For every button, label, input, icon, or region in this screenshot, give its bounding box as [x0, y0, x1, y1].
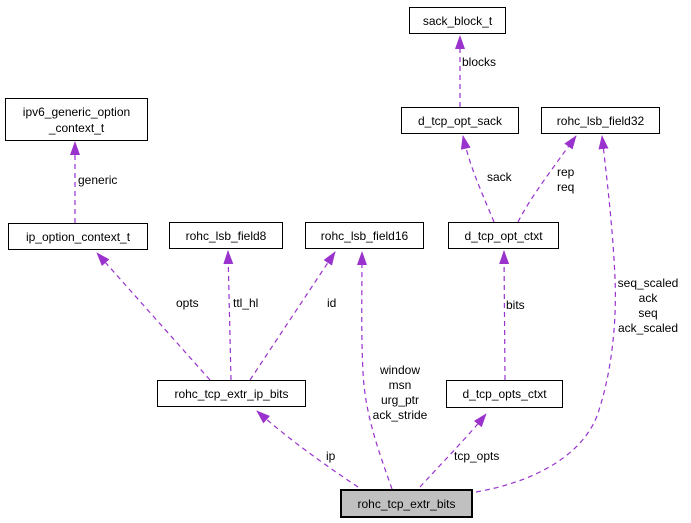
edge-label-line: ack	[638, 291, 658, 305]
edge-label-opts: opts	[176, 296, 199, 310]
edge-opts-line	[96, 252, 211, 381]
edge-label-generic: generic	[78, 173, 118, 187]
node-label: rohc_lsb_field8	[185, 228, 267, 243]
node-label: ip_option_context_t	[25, 229, 131, 244]
edge-label-id: id	[327, 296, 337, 310]
edge-label-seq-scaled-group: seq_scaled ack seq ack_scaled	[618, 276, 679, 336]
node-ipv6-generic-option-context-t[interactable]: ipv6_generic_option _context_t	[5, 98, 148, 141]
edge-label-line: seq_scaled	[617, 276, 679, 290]
edge-bits-line	[499, 250, 510, 381]
edge-window-group-line	[356, 251, 393, 490]
node-sack-block-t[interactable]: sack_block_t	[409, 7, 506, 34]
edge-label-line: ack_scaled	[617, 321, 679, 335]
node-rohc-lsb-field32[interactable]: rohc_lsb_field32	[541, 107, 660, 134]
edge-label-ttl-hl: ttl_hl	[233, 296, 259, 310]
node-label: rohc_lsb_field16	[320, 228, 409, 243]
edge-label-line: seq	[638, 306, 658, 320]
node-label: rohc_lsb_field32	[556, 113, 645, 128]
node-d-tcp-opt-sack[interactable]: d_tcp_opt_sack	[401, 107, 519, 134]
node-label: d_tcp_opt_sack	[417, 113, 503, 128]
edge-tcp-opts-line	[419, 413, 487, 488]
edge-label-line: rep	[557, 165, 575, 179]
node-rohc-tcp-extr-ip-bits[interactable]: rohc_tcp_extr_ip_bits	[157, 380, 306, 407]
edge-rep-req-line	[517, 135, 577, 223]
edge-label-line: urg_ptr	[380, 393, 420, 407]
edge-label-bits: bits	[506, 298, 525, 312]
node-label: sack_block_t	[422, 13, 493, 28]
edge-label-rep-req: rep req	[557, 165, 574, 195]
edge-label-sack: sack	[487, 170, 512, 184]
edge-label-line: ack_stride	[372, 408, 428, 422]
edge-sack-line	[460, 135, 495, 223]
node-label-line2: _context_t	[48, 120, 105, 135]
edge-id-line	[249, 251, 336, 381]
node-label-line1: ipv6_generic_option	[22, 104, 131, 119]
edge-seq-scaled-line	[475, 135, 616, 493]
edge-label-line: msn	[388, 378, 412, 392]
edge-label-ip: ip	[326, 449, 336, 463]
node-label: d_tcp_opts_ctxt	[462, 387, 547, 401]
node-ip-option-context-t[interactable]: ip_option_context_t	[8, 223, 148, 250]
edge-label-line: req	[557, 180, 575, 194]
node-rohc-lsb-field16[interactable]: rohc_lsb_field16	[305, 222, 424, 249]
node-label: rohc_tcp_extr_ip_bits	[174, 386, 289, 401]
edge-label-window-group: window msn urg_ptr ack_stride	[373, 363, 428, 423]
edge-ttl-hl-line	[223, 250, 234, 381]
node-d-tcp-opt-ctxt[interactable]: d_tcp_opt_ctxt	[448, 222, 559, 249]
edge-label-blocks: blocks	[462, 55, 497, 69]
node-rohc-tcp-extr-bits: rohc_tcp_extr_bits	[340, 489, 473, 518]
node-rohc-lsb-field8[interactable]: rohc_lsb_field8	[169, 222, 283, 249]
node-d-tcp-opts-ctxt[interactable]: d_tcp_opts_ctxt	[446, 380, 563, 408]
node-label: d_tcp_opt_ctxt	[464, 228, 543, 243]
node-label: rohc_tcp_extr_bits	[357, 496, 456, 511]
edge-label-line: window	[379, 363, 421, 377]
edge-ip-line	[256, 410, 359, 488]
edge-label-tcp-opts: tcp_opts	[454, 449, 500, 463]
